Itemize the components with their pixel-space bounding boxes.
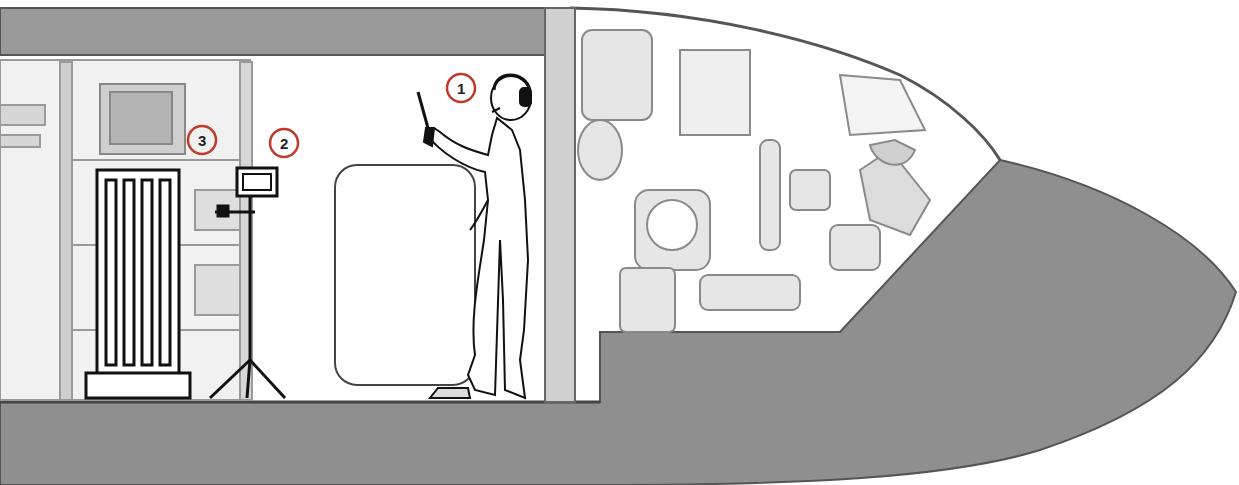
cabin-shelving	[0, 60, 252, 400]
cockpit-interior	[578, 30, 930, 332]
cabin-window	[335, 165, 475, 385]
fuselage-shell	[0, 8, 1236, 485]
callout-number: 3	[198, 133, 206, 148]
equipment-rack	[86, 170, 190, 398]
callout-number: 2	[280, 136, 288, 151]
tripod-device	[210, 168, 285, 398]
callout-number: 1	[457, 81, 465, 96]
operator-figure	[418, 75, 531, 398]
callout-circles	[188, 74, 475, 157]
